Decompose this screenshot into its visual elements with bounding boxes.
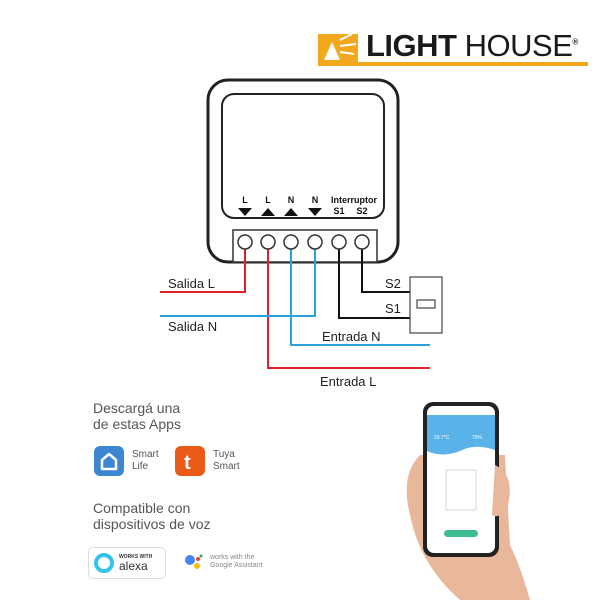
google-assistant-icon bbox=[185, 554, 203, 569]
wire-salida-n bbox=[160, 242, 316, 317]
alexa-top: WORKS WITH bbox=[119, 554, 153, 560]
wiring-diagram: L L N N Interruptor S1 S2 Salida L Salid… bbox=[160, 78, 443, 389]
voice-heading-line1: Compatible con bbox=[93, 500, 191, 516]
app-label: Life bbox=[132, 461, 149, 472]
tuya-icon: t bbox=[175, 446, 205, 476]
app-label: Smart bbox=[213, 461, 240, 472]
terminal-4 bbox=[307, 234, 323, 250]
wire-s2 bbox=[361, 242, 410, 293]
voice-heading: Compatible con dispositivos de voz bbox=[93, 500, 211, 532]
terminal-label: S1 bbox=[333, 206, 344, 216]
wire-salida-l bbox=[160, 242, 246, 293]
svg-text:t: t bbox=[184, 452, 191, 474]
terminal-1 bbox=[237, 234, 253, 250]
wire-entrada-n bbox=[290, 242, 430, 346]
arrow-up-icon bbox=[284, 208, 298, 216]
wire-s1 bbox=[338, 242, 410, 319]
brand-logo bbox=[318, 30, 358, 62]
arrow-down-icon bbox=[308, 208, 322, 216]
phone-temperature: 23.7°C bbox=[434, 435, 450, 441]
label-salida-l: Salida L bbox=[168, 276, 215, 291]
terminal-block bbox=[232, 229, 378, 263]
terminal-6 bbox=[354, 234, 370, 250]
terminal-label: S2 bbox=[356, 206, 367, 216]
brand-word-1: LIGHT bbox=[366, 28, 457, 63]
app-label: Tuya bbox=[213, 449, 235, 460]
apps-heading: Descargá una de estas Apps bbox=[93, 400, 181, 432]
device-panel bbox=[221, 93, 385, 219]
app-label: Smart bbox=[132, 449, 159, 460]
terminal-3 bbox=[283, 234, 299, 250]
terminal-2 bbox=[260, 234, 276, 250]
google-line2: Google Assistant bbox=[210, 562, 263, 569]
smart-life-home-icon bbox=[94, 446, 124, 476]
brand-word-2: HOUSE bbox=[464, 28, 573, 63]
arrow-up-icon bbox=[261, 208, 275, 216]
label-entrada-l: Entrada L bbox=[320, 374, 376, 389]
terminal-label: L bbox=[242, 195, 248, 205]
label-salida-n: Salida N bbox=[168, 319, 217, 334]
terminal-label: N bbox=[312, 195, 319, 205]
apps-heading-line2: de estas Apps bbox=[93, 416, 181, 432]
apps-heading-line1: Descargá una bbox=[93, 400, 181, 416]
lighthouse-logo-icon bbox=[318, 33, 358, 62]
phone-button bbox=[444, 530, 478, 537]
brand-underline bbox=[318, 62, 588, 66]
label-s2: S2 bbox=[385, 276, 401, 291]
switch-rocker bbox=[416, 299, 436, 309]
arrow-down-icon bbox=[238, 208, 252, 216]
phone-in-hand: 23.7°C 70% bbox=[406, 402, 530, 600]
wire-entrada-l bbox=[267, 242, 430, 369]
terminal-label: L bbox=[265, 195, 271, 205]
brand-name: LIGHT HOUSE® bbox=[366, 28, 578, 64]
alexa-icon bbox=[94, 553, 114, 573]
switch-header: Interruptor bbox=[331, 195, 377, 205]
terminal-label: N bbox=[288, 195, 295, 205]
label-s1: S1 bbox=[385, 301, 401, 316]
google-line1: works with the bbox=[210, 554, 255, 561]
terminal-5 bbox=[331, 234, 347, 250]
voice-heading-line2: dispositivos de voz bbox=[93, 516, 211, 532]
registered-mark: ® bbox=[572, 37, 578, 47]
alexa-main: alexa bbox=[119, 559, 148, 573]
label-entrada-n: Entrada N bbox=[322, 329, 381, 344]
phone-humidity: 70% bbox=[472, 435, 483, 441]
